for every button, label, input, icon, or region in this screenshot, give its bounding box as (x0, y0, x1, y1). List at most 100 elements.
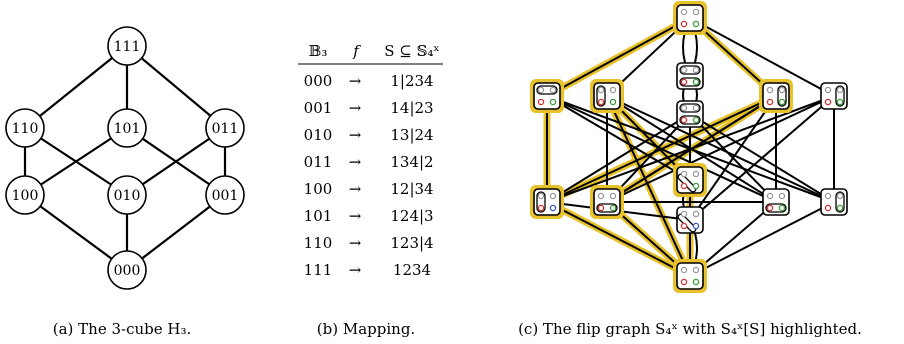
mapping-output: 13|24 (390, 126, 433, 144)
flip-node-dot (680, 104, 688, 112)
flip-node-dot (766, 98, 774, 106)
flip-node-dot (692, 210, 700, 218)
mapping-row: 011→134|2 (304, 153, 434, 171)
mapping-output: 134|2 (390, 153, 433, 171)
mapping-input: 110 (304, 234, 333, 252)
flip-node-dot (824, 192, 832, 200)
flip-node-dot (609, 204, 617, 212)
flip-node-dot (537, 86, 545, 94)
flip-node-dot (680, 78, 688, 86)
flip-node-dot (692, 278, 700, 286)
flip-node-dot (692, 8, 700, 16)
flip-node (820, 82, 848, 110)
flip-node-dot (680, 8, 688, 16)
cube-node: 010 (107, 175, 147, 215)
flip-node-dot (549, 98, 557, 106)
mapping-header-f: f (352, 42, 361, 60)
flip-node-dot (824, 204, 832, 212)
flip-edge (689, 201, 835, 277)
mapping-arrow: → (349, 261, 362, 279)
flip-node-dot (766, 204, 774, 212)
flip-node-dot (549, 204, 557, 212)
caption-b: (b) Mapping. (317, 320, 415, 338)
flip-node-dot (692, 116, 700, 124)
mapping-arrow: → (349, 234, 362, 252)
flip-node-dot (836, 204, 844, 212)
flip-node-group (536, 85, 558, 95)
flip-node-dot (766, 86, 774, 94)
flip-node-dot (766, 192, 774, 200)
flip-node-dot (692, 222, 700, 230)
mapping-arrow: → (349, 180, 362, 198)
cube-node-label: 000 (114, 263, 141, 279)
mapping-header-b3: 𝔹₃ (309, 42, 328, 60)
cube-node-label: 101 (114, 121, 141, 137)
flip-node (676, 206, 704, 234)
flip-node-group (765, 203, 787, 213)
flip-node-dot (680, 66, 688, 74)
flip-node (673, 1, 707, 35)
mapping-header-s: S ⊆ 𝕊₄ˣ (384, 42, 440, 60)
cube-edge (24, 45, 128, 129)
mapping-output: 1|234 (390, 72, 433, 90)
cube-node-label: 001 (212, 188, 239, 204)
flip-node-dot (537, 192, 545, 200)
flip-node-dot (680, 222, 688, 230)
mapping-input: 011 (304, 153, 333, 171)
flip-edge (606, 95, 691, 277)
flip-edge (689, 17, 835, 97)
flip-edge (606, 95, 777, 203)
mapping-arrow: → (349, 207, 362, 225)
mapping-arrow: → (349, 126, 362, 144)
flip-node-dot (597, 86, 605, 94)
mapping-row: 100→12|34 (304, 180, 434, 198)
cube-edge (24, 194, 128, 271)
flip-node (759, 79, 793, 113)
flip-node-dot (680, 210, 688, 218)
flip-node-dot (778, 98, 786, 106)
mapping-row: 110→123|4 (304, 234, 434, 252)
cube-node-circle (107, 250, 147, 290)
flip-node (530, 79, 564, 113)
cube-node: 000 (107, 250, 147, 290)
caption-c: (c) The flip graph S₄ˣ with S₄ˣ[S] highl… (518, 320, 862, 338)
flip-node (590, 79, 624, 113)
flip-node-box (676, 4, 704, 32)
caption-a: (a) The 3-cube H₃. (53, 320, 192, 338)
flip-edge (546, 95, 777, 203)
cube-node-circle (5, 108, 45, 148)
cube-node-circle (107, 175, 147, 215)
flip-node-dot (692, 66, 700, 74)
flip-node-group (679, 115, 701, 125)
mapping-input: 000 (304, 72, 333, 90)
cube-node-circle (205, 108, 245, 148)
cube-node: 101 (107, 108, 147, 148)
mapping-input: 101 (304, 207, 333, 225)
flip-node-group (835, 191, 845, 213)
flip-node-dot (609, 98, 617, 106)
flip-node-dot (597, 192, 605, 200)
flip-node-dot (537, 98, 545, 106)
cube-node: 001 (205, 175, 245, 215)
flip-node-dot (609, 192, 617, 200)
flip-node-dot (824, 98, 832, 106)
flip-node-dot (836, 86, 844, 94)
mapping-row: 000→1|234 (304, 72, 434, 90)
flip-node-dot (537, 204, 545, 212)
cube-edges (23, 45, 227, 271)
flip-node-group (679, 77, 701, 87)
mapping-output: 1234 (393, 261, 431, 279)
flip-edge (606, 95, 835, 203)
cube-node: 110 (5, 108, 45, 148)
flip-node (530, 185, 564, 219)
flip-node-dot (692, 104, 700, 112)
flip-node (820, 188, 848, 216)
flip-node-dot (597, 98, 605, 106)
cube-node-circle (5, 175, 45, 215)
mapping-input: 100 (304, 180, 333, 198)
mapping-row: 010→13|24 (304, 126, 434, 144)
cube-node-label: 111 (114, 39, 141, 55)
flip-node-dot (692, 170, 700, 178)
flip-node-dot (836, 192, 844, 200)
